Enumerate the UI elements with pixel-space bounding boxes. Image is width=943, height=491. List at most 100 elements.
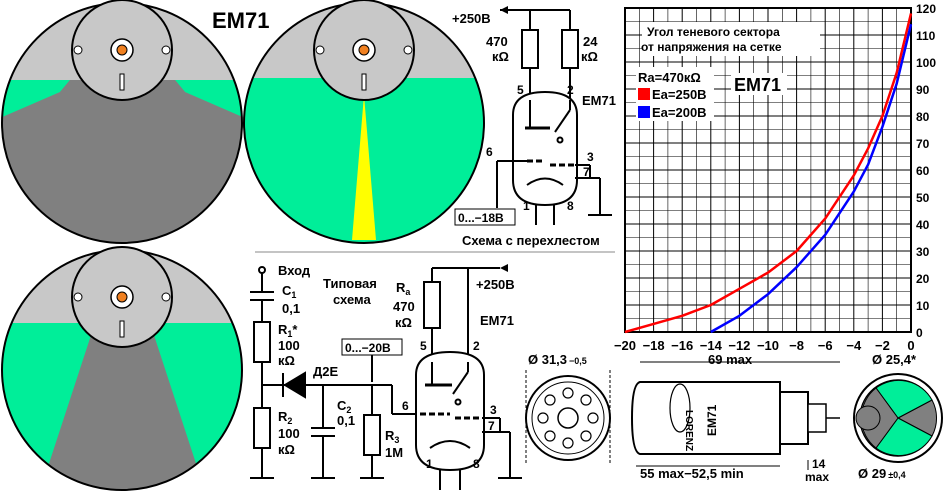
disc-top-right xyxy=(243,0,485,244)
top-schematic-caption: Схема с перехлестом xyxy=(462,233,600,248)
chart-title-line1: Угол теневого сектора xyxy=(647,25,780,39)
r3-value: 1M xyxy=(385,445,403,460)
legend-swatch-red xyxy=(638,88,650,100)
top-schematic xyxy=(496,9,612,225)
series-line-0 xyxy=(624,13,913,334)
ra-value: 470 xyxy=(393,299,415,314)
body-length-label: 55 max−52,5 min xyxy=(640,466,744,481)
top-r1-value: 470 xyxy=(486,34,508,49)
r1-label: R1* xyxy=(278,322,298,339)
tube-base-view xyxy=(525,370,611,465)
r3-label: R3 xyxy=(385,428,399,445)
pins-length-note: max xyxy=(805,470,829,484)
bottom-pin-2: 2 xyxy=(473,339,480,353)
x-tick-label: −8 xyxy=(789,338,804,353)
c1-value: 0,1 xyxy=(282,301,300,316)
legend-swatch-blue xyxy=(638,106,650,118)
top-r1-unit: кΩ xyxy=(492,49,509,64)
ra-unit: кΩ xyxy=(395,315,412,330)
y-tick-label: 20 xyxy=(916,272,930,286)
top-pin-1: 1 xyxy=(523,199,530,213)
top-pin-6: 6 xyxy=(486,145,493,159)
tube-side-label: EM71 xyxy=(705,404,719,436)
disc-bottom-left xyxy=(1,246,243,491)
x-tick-label: −14 xyxy=(700,338,723,353)
y-tick-label: 100 xyxy=(916,56,936,70)
brand-label: LORENZ xyxy=(683,410,694,451)
top-pin-8: 8 xyxy=(567,199,574,213)
y-tick-label: 90 xyxy=(916,83,930,97)
x-tick-label: −18 xyxy=(643,338,665,353)
chart-title-line2: от напряжения на сетке xyxy=(641,40,782,54)
pins-length-label: 14 xyxy=(812,457,826,471)
bottom-pin-6: 6 xyxy=(402,399,409,413)
y-tick-label: 50 xyxy=(916,191,930,205)
chart-y-tick-labels: 0 10 20 30 40 50 60 70 80 90 100 110 120 xyxy=(916,2,936,340)
top-pin-3: 3 xyxy=(587,150,594,164)
c2-label: C2 xyxy=(337,398,351,415)
tube-front-view xyxy=(853,373,943,463)
bulb-diameter-label: Ø 29±0,4 xyxy=(858,466,906,481)
x-tick-label: −6 xyxy=(818,338,833,353)
x-tick-label: −10 xyxy=(757,338,779,353)
input-label: Вход xyxy=(278,263,311,278)
top-pin-7: 7 xyxy=(583,165,590,179)
c2-value: 0,1 xyxy=(337,413,355,428)
front-diameter-label: Ø 25,4* xyxy=(872,352,917,367)
chart-condition: Rа=470кΩ xyxy=(638,70,701,85)
c1-label: C1 xyxy=(282,283,296,300)
bottom-tube-label: EM71 xyxy=(480,313,514,328)
tube-side-view xyxy=(630,361,840,470)
y-tick-label: 30 xyxy=(916,245,930,259)
disc-top-left xyxy=(1,0,243,244)
diode-label: Д2Е xyxy=(313,364,338,379)
x-tick-label: −16 xyxy=(671,338,693,353)
r1-value: 100 xyxy=(278,338,300,353)
x-tick-label: −12 xyxy=(728,338,750,353)
y-tick-label: 40 xyxy=(916,218,930,232)
y-tick-label: 110 xyxy=(916,29,936,43)
bottom-pin-5: 5 xyxy=(420,339,427,353)
chart-series-lines xyxy=(624,13,913,334)
legend-red-label: Eа=250В xyxy=(652,87,707,102)
top-r2-unit: кΩ xyxy=(581,49,598,64)
top-pin-5: 5 xyxy=(517,83,524,97)
typical-caption-line1: Типовая xyxy=(323,276,377,291)
r1-unit: кΩ xyxy=(278,353,295,368)
top-supply-label: +250В xyxy=(452,11,491,26)
series-line-1 xyxy=(710,23,913,334)
page-title: EM71 xyxy=(212,8,269,33)
legend-blue-label: Eа=200В xyxy=(652,105,707,120)
bottom-supply-label: +250В xyxy=(476,277,515,292)
top-tube-label: EM71 xyxy=(582,93,616,108)
bottom-pin-1: 1 xyxy=(426,457,433,471)
chart-tube-label: EM71 xyxy=(734,75,781,95)
x-tick-label: 0 xyxy=(907,338,914,353)
bottom-schematic xyxy=(250,266,522,490)
bottom-pin-7: 7 xyxy=(488,419,495,433)
top-r2-value: 24 xyxy=(583,34,598,49)
top-pin-2: 2 xyxy=(567,83,574,97)
r2-value: 100 xyxy=(278,426,300,441)
y-tick-label: 60 xyxy=(916,164,930,178)
base-diameter-label: Ø 31,3−0,5 xyxy=(528,352,587,367)
chart-grid xyxy=(624,7,912,333)
y-tick-label: 80 xyxy=(916,110,930,124)
bottom-pin-3: 3 xyxy=(490,403,497,417)
y-tick-label: 120 xyxy=(916,2,936,16)
typical-caption-line2: схема xyxy=(333,292,371,307)
y-tick-label: 10 xyxy=(916,299,930,313)
x-tick-label: −2 xyxy=(875,338,890,353)
y-tick-label: 0 xyxy=(916,326,923,340)
y-tick-label: 70 xyxy=(916,137,930,151)
bottom-pin-8: 8 xyxy=(473,457,480,471)
x-tick-label: −20 xyxy=(614,338,636,353)
top-grid-voltage: 0...−18В xyxy=(458,211,504,225)
x-tick-label: −4 xyxy=(846,338,862,353)
length-max-label: 69 max xyxy=(708,352,753,367)
r2-label: R2 xyxy=(278,409,292,426)
r2-unit: кΩ xyxy=(278,442,295,457)
